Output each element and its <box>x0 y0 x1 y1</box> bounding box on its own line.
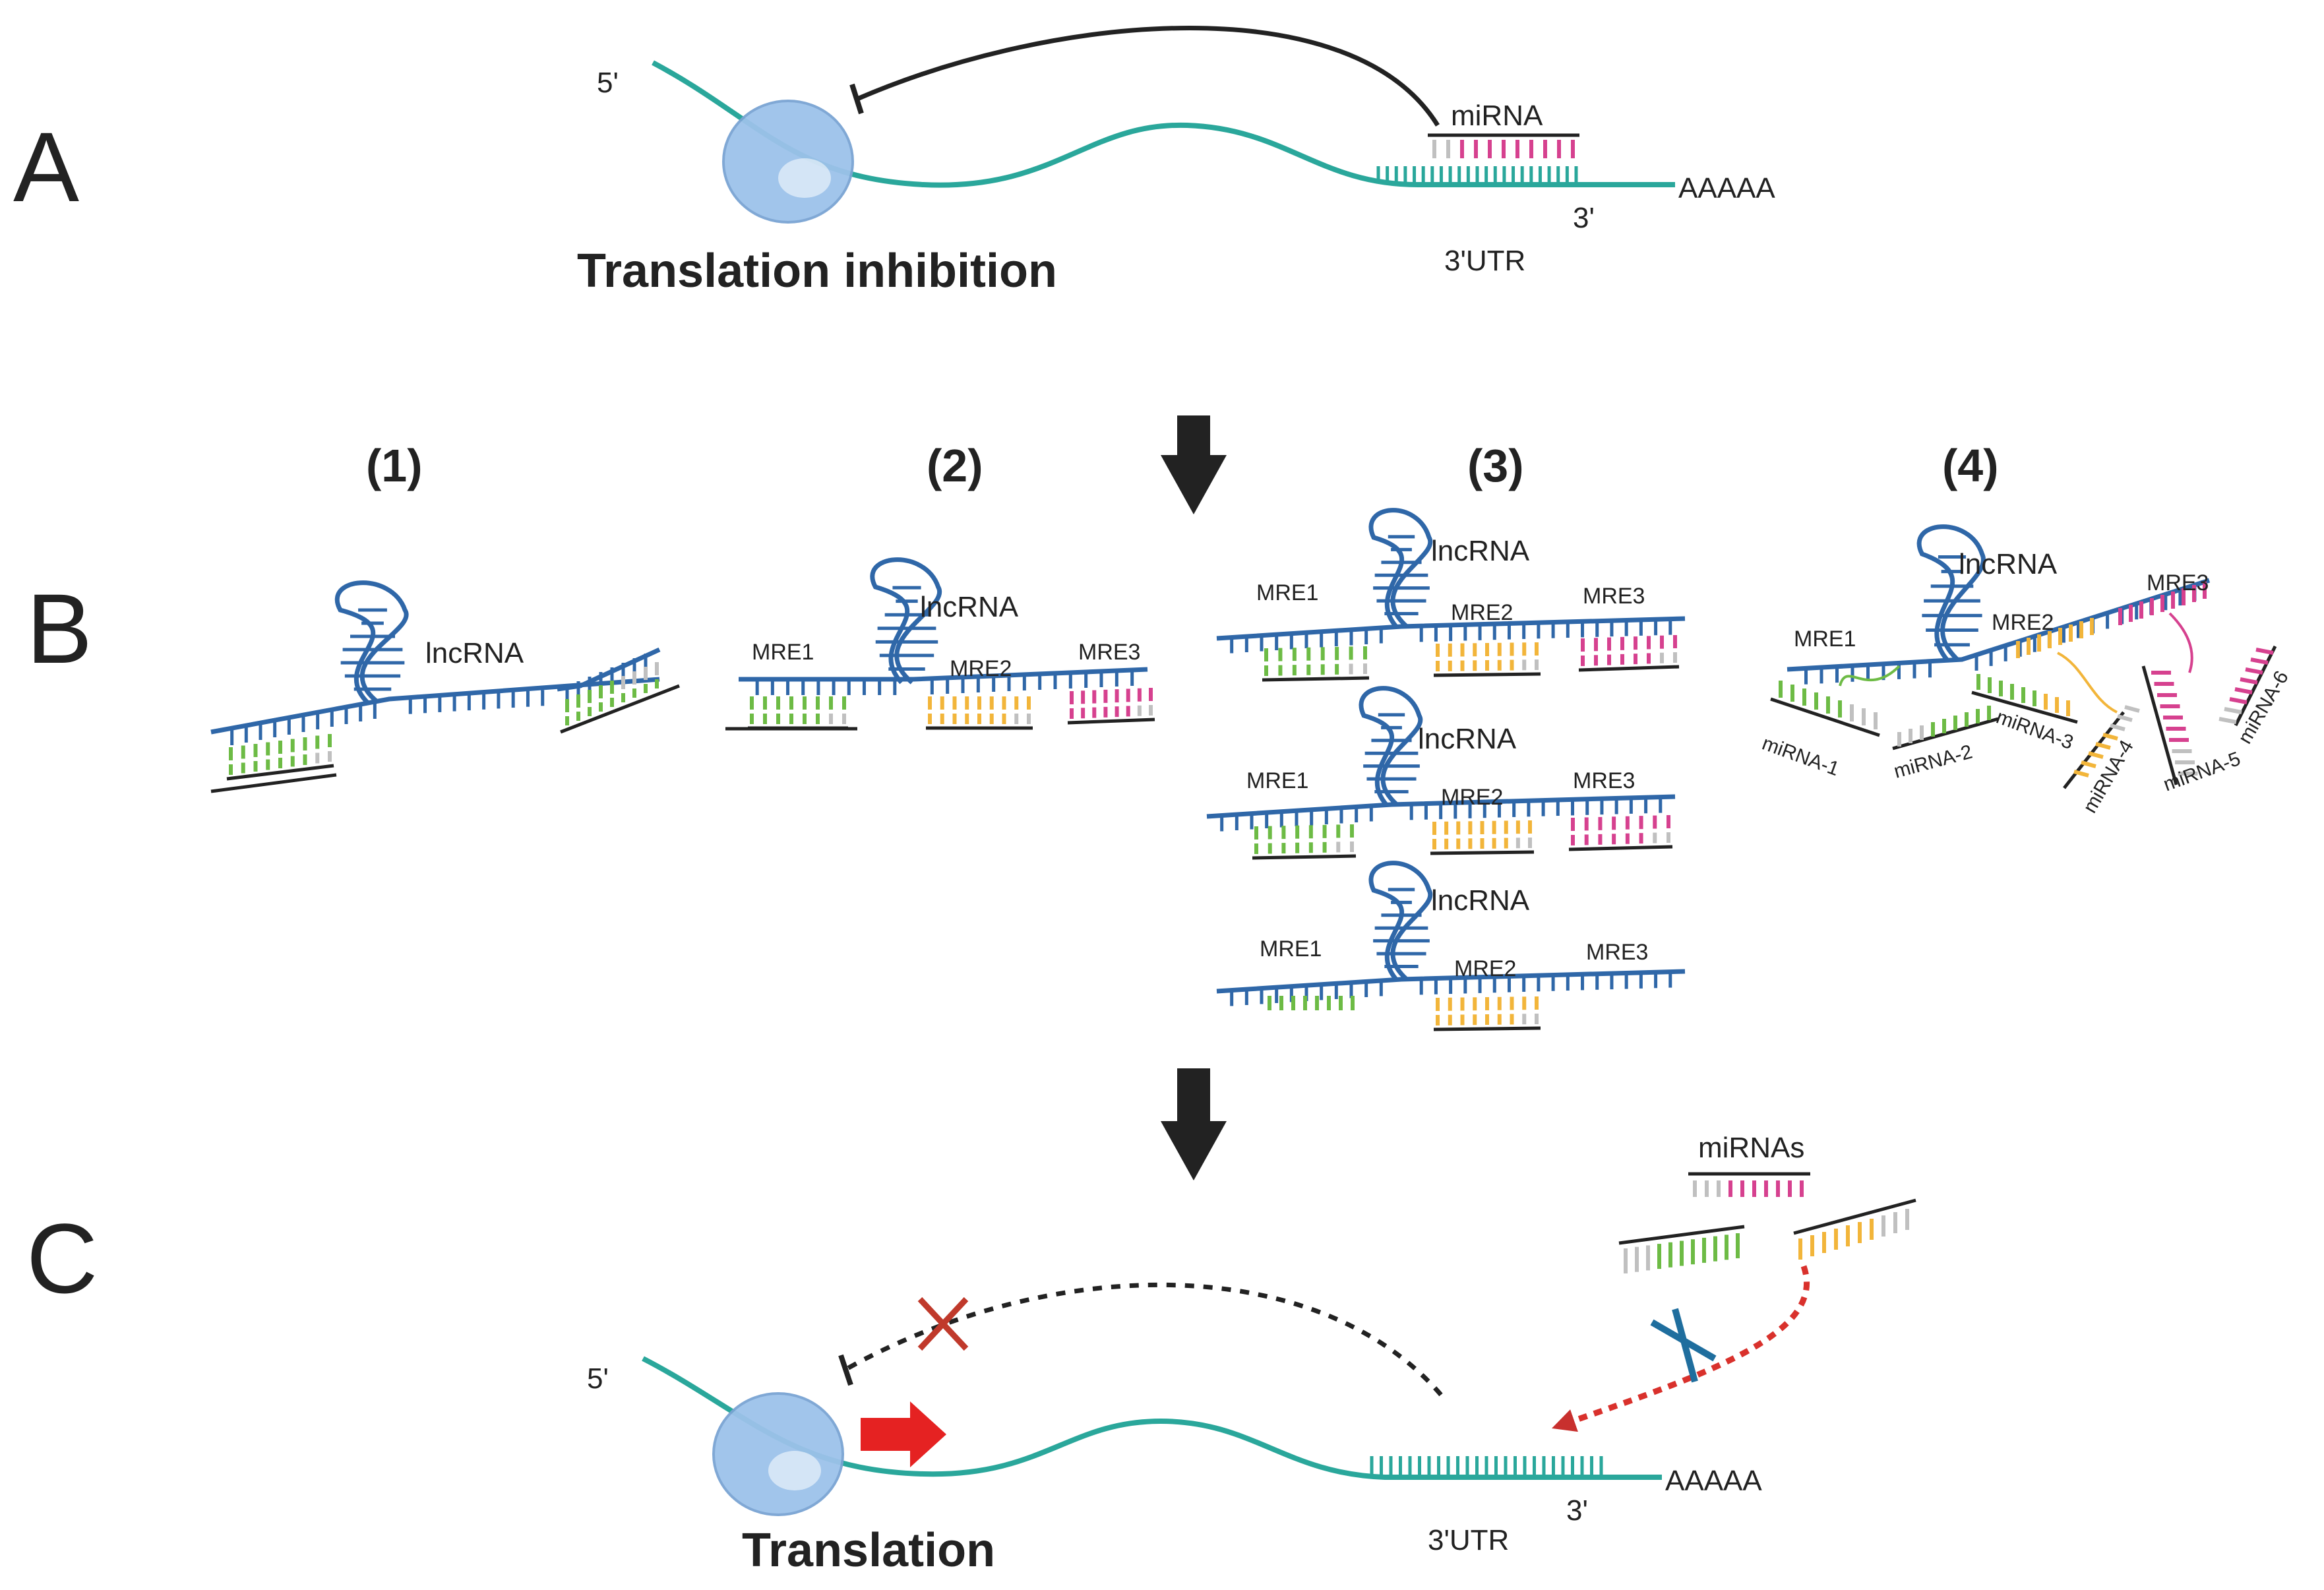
panel-b-number-3: (3) <box>1467 440 1524 491</box>
panel-a-letter: A <box>13 111 79 222</box>
ribosome-a <box>722 100 854 224</box>
poly-a-tail-c: AAAAA <box>1665 1465 1762 1497</box>
inhibition-arc-a <box>856 26 1440 127</box>
free-mirnas-c <box>1618 1172 1916 1273</box>
mirna-1-label: miRNA-1 <box>1759 733 1843 781</box>
panel-b-number-1: (1) <box>366 440 423 491</box>
translation-title: Translation <box>742 1524 995 1577</box>
mre2-label-3c: MRE2 <box>1454 956 1516 981</box>
mirna-fan-4 <box>1770 612 2277 789</box>
poly-a-tail-a: AAAAA <box>1678 172 1775 204</box>
mirna-5-label: miRNA-5 <box>2160 748 2244 796</box>
mre2-label-4: MRE2 <box>1992 610 2054 635</box>
lncrna-label-2: lncRNA <box>920 591 1019 623</box>
lncrna-label-3a: lncRNA <box>1431 535 1530 567</box>
mirna-2-label: miRNA-2 <box>1891 741 1974 782</box>
three-prime-label-a: 3' <box>1573 202 1595 234</box>
mirnas-label-c: miRNAs <box>1698 1132 1804 1164</box>
panel-b-number-4: (4) <box>1942 440 1999 491</box>
five-prime-label-c: 5' <box>587 1362 609 1395</box>
mre3-label-3a: MRE3 <box>1583 584 1645 609</box>
panel-b-number-2: (2) <box>927 440 983 491</box>
mre3-label-2: MRE3 <box>1078 640 1140 665</box>
mre3-label-3c: MRE3 <box>1586 940 1648 965</box>
mre1-label-4: MRE1 <box>1794 627 1856 652</box>
blocked-inhibition-arc <box>846 1282 1443 1397</box>
mre1-label-3c: MRE1 <box>1260 936 1322 962</box>
mre2-label-3a: MRE2 <box>1451 600 1513 625</box>
mre1-label-2: MRE1 <box>752 640 814 665</box>
mirna-bound-a <box>1428 133 1579 158</box>
inhibition-bar-a <box>849 83 864 115</box>
red-x-icon <box>917 1297 969 1351</box>
blue-cross-icon <box>1650 1308 1717 1383</box>
mirna-3-label: miRNA-3 <box>1994 706 2077 754</box>
lncrna-4 <box>1787 524 2211 685</box>
down-arrow-bc <box>1161 1068 1227 1180</box>
mirna-label-a: miRNA <box>1451 100 1543 132</box>
translation-direction-arrow <box>861 1401 946 1467</box>
mre1-label-3a: MRE1 <box>1256 580 1318 605</box>
mre1-label-3b: MRE1 <box>1246 768 1308 793</box>
panel-c-letter: C <box>26 1203 98 1314</box>
mre2-label-3b: MRE2 <box>1441 785 1503 810</box>
utr-label-a: 3'UTR <box>1444 245 1525 277</box>
lncrna-label-4: lncRNA <box>1959 548 2058 580</box>
five-prime-label-a: 5' <box>597 67 619 99</box>
three-prime-label-c: 3' <box>1566 1494 1588 1527</box>
mre2-label-2: MRE2 <box>950 656 1012 681</box>
lncrna-2 <box>725 557 1155 731</box>
lncrna-3b <box>1206 686 1676 860</box>
mre3-label-4: MRE3 <box>2147 570 2209 596</box>
utr-teeth-a <box>1376 166 1578 183</box>
lncrna-label-1: lncRNA <box>425 637 524 669</box>
lncrna-label-3c: lncRNA <box>1431 884 1530 917</box>
blocked-inhibition-bar <box>838 1354 853 1386</box>
lncrna-3c <box>1216 861 1686 1031</box>
utr-teeth-c <box>1370 1456 1603 1476</box>
lncrna-3a <box>1216 508 1686 682</box>
lncrna-1 <box>210 580 680 793</box>
translation-inhibition-title: Translation inhibition <box>577 245 1057 297</box>
lncrna-label-3b: lncRNA <box>1418 723 1517 755</box>
mre3-label-3b: MRE3 <box>1573 768 1635 793</box>
ribosome-c <box>712 1392 844 1516</box>
panel-b-letter: B <box>26 573 92 684</box>
utr-label-c: 3'UTR <box>1428 1524 1509 1556</box>
down-arrow-ab <box>1161 415 1227 514</box>
